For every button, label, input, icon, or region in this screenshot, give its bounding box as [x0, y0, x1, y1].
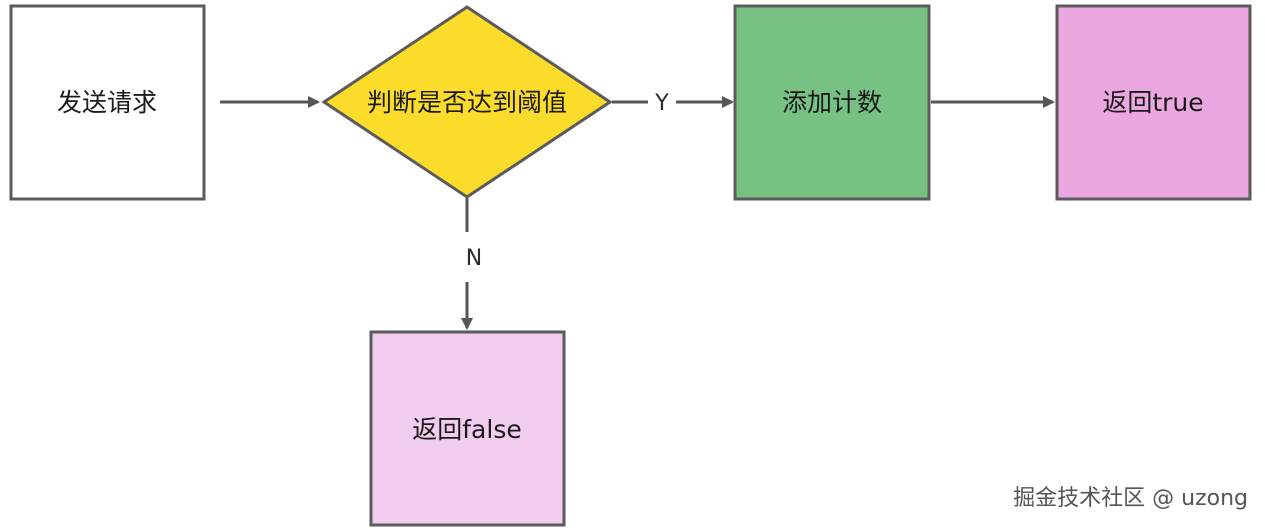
node-add-count-box	[733, 4, 931, 201]
node-check-threshold: 判断是否达到阈值	[321, 5, 613, 199]
watermark-text: 掘金技术社区 @ uzong	[1013, 486, 1248, 511]
edge-label-no: N	[466, 246, 482, 271]
node-return-true-label: 返回true	[1102, 88, 1203, 117]
node-return-false-label: 返回false	[412, 415, 521, 444]
edge-label-yes: Y	[654, 91, 669, 116]
node-check-threshold-label: 判断是否达到阈值	[367, 88, 567, 117]
node-return-false: 返回false	[369, 330, 566, 527]
node-check-threshold-diamond	[321, 5, 613, 199]
node-send-request-box	[9, 4, 206, 201]
node-return-true: 返回true	[1055, 4, 1252, 201]
node-return-true-box	[1055, 4, 1252, 201]
node-add-count-label: 添加计数	[782, 88, 882, 117]
node-return-false-box	[369, 330, 566, 527]
node-add-count: 添加计数	[733, 4, 931, 201]
node-send-request: 发送请求	[9, 4, 206, 201]
node-send-request-label: 发送请求	[57, 88, 157, 117]
